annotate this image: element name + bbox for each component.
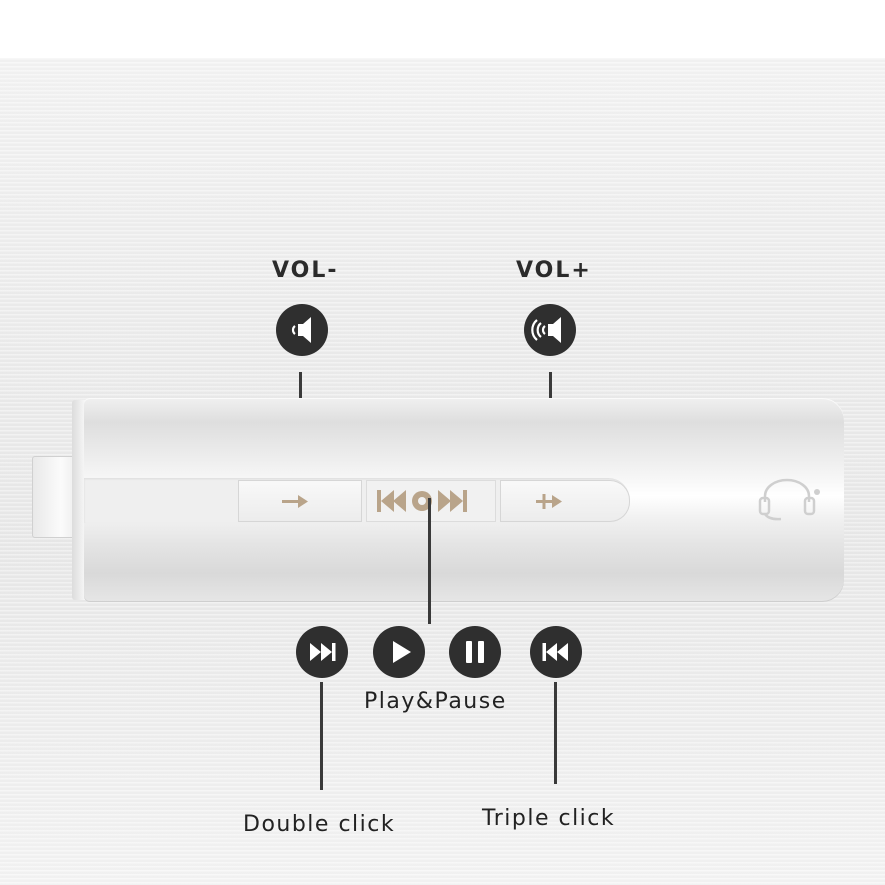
double-click-label: Double click — [243, 812, 396, 837]
play-pause-label: Play&Pause — [364, 689, 507, 714]
headset-icon — [758, 478, 820, 521]
vol-plus-label: VOL+ — [516, 258, 592, 283]
pause-icon — [449, 626, 501, 678]
volume-down-icon — [276, 304, 328, 356]
play-pause-pointer-line — [428, 498, 431, 624]
volume-up-icon — [524, 304, 576, 356]
media-glyph-icon — [377, 490, 467, 512]
double-click-pointer-line — [320, 682, 323, 790]
skip-previous-icon — [530, 626, 582, 678]
volume-down-glyph-icon — [282, 495, 308, 508]
vol-minus-label: VOL- — [272, 258, 339, 283]
play-pause-button[interactable] — [366, 480, 496, 522]
volume-down-button[interactable] — [238, 480, 362, 522]
triple-click-pointer-line — [554, 682, 557, 784]
skip-next-icon — [296, 626, 348, 678]
volume-up-glyph-icon — [536, 494, 562, 509]
volume-up-button[interactable] — [500, 480, 630, 522]
play-icon — [373, 626, 425, 678]
triple-click-label: Triple click — [482, 806, 616, 831]
